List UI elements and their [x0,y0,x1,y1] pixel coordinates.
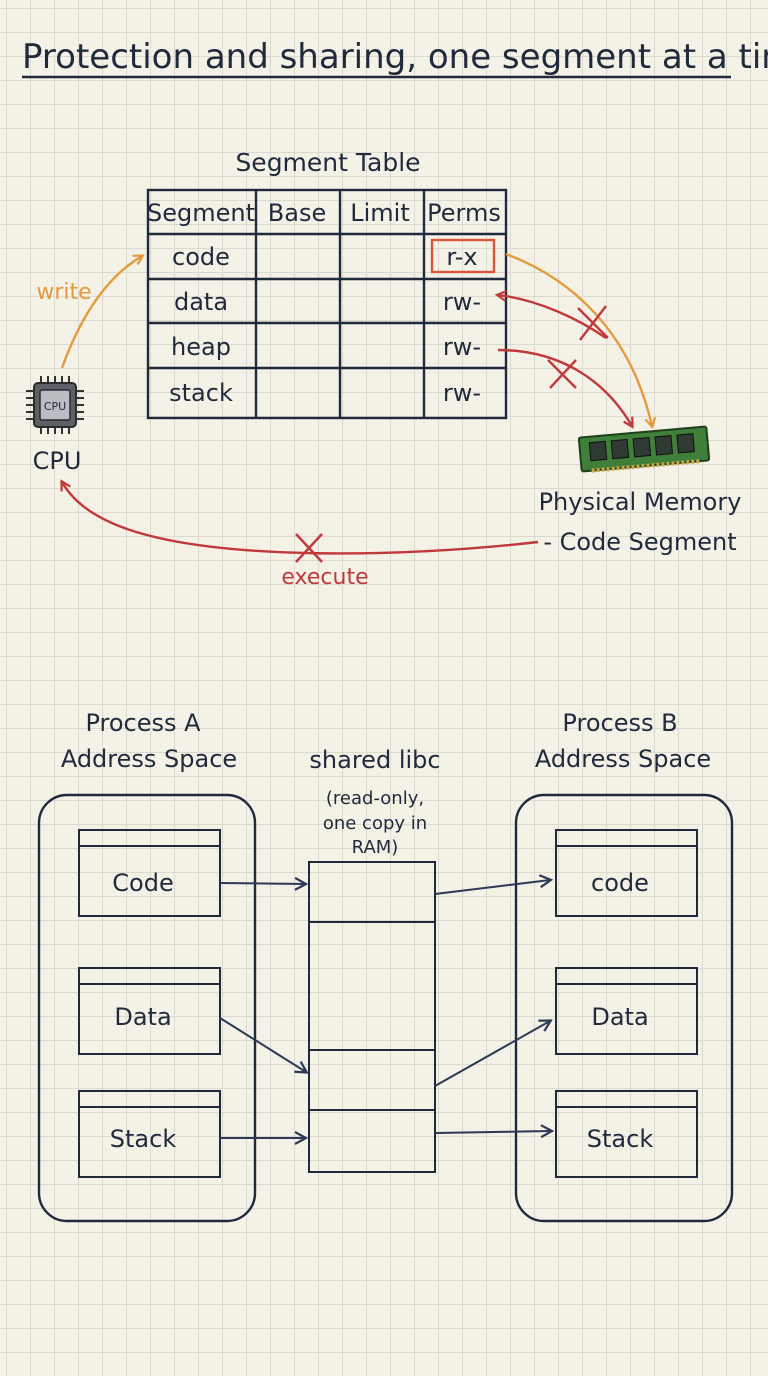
process-b-code-label: code [591,869,649,897]
shared-libc-title: shared libc [309,746,440,774]
header-segment: Segment [147,199,255,227]
process-a-stack-box [78,1090,221,1178]
process-a-code-label: Code [112,869,173,897]
blocked-heap-arrow [497,348,632,426]
blocked-heap-cross [547,359,577,389]
perms-highlight-box [430,238,496,274]
shared-note-line3: RAM) [352,837,399,858]
row-heap-perms: rw- [443,333,481,361]
row-data-segment: data [174,288,228,316]
process-b-stack-label: Stack [587,1125,654,1153]
header-base: Base [268,199,326,227]
cpu-label: CPU [33,447,82,475]
shared-to-b-stack-arrow [434,1131,551,1133]
row-heap-segment: heap [171,333,231,361]
segment-table: Segment Base Limit Perms code r-x data r… [146,188,508,420]
shared-libc-block [308,861,436,1173]
header-limit: Limit [350,199,410,227]
process-b-title-line1: Process B [562,709,677,737]
process-b-data-label: Data [591,1003,648,1031]
process-a-data-box [78,967,221,1055]
a-code-to-shared-arrow [219,883,305,884]
page-title: Protection and sharing, one segment at a… [22,37,768,77]
shared-to-b-code-arrow [434,880,550,895]
blocked-data-arrow [498,295,607,339]
row-data-perms: rw- [443,288,481,316]
a-data-to-shared-arrow [219,1017,306,1072]
process-a-data-label: Data [114,1003,171,1031]
ram-module-icon [577,425,711,473]
memory-label-line1: Physical Memory [539,488,742,516]
row-code-segment: code [172,243,230,271]
execute-label: execute [281,565,368,590]
process-b-container [514,793,734,1223]
shared-note-line1: (read-only, [326,788,424,809]
row-code-perms: r-x [446,243,477,271]
code-to-memory-arrow [505,252,652,426]
row-stack-segment: stack [169,379,233,407]
write-label: write [36,280,91,305]
process-a-code-box [78,829,221,917]
row-stack-perms: rw- [443,379,481,407]
blocked-data-cross [577,305,609,341]
execute-arrow [62,482,539,555]
process-b-code-box [555,829,698,917]
process-b-stack-box [555,1090,698,1178]
process-b-title-line2: Address Space [535,745,711,773]
write-arrow [60,256,142,369]
process-a-stack-label: Stack [110,1125,177,1153]
segment-table-title: Segment Table [235,148,420,177]
cpu-chip-text: CPU [44,400,66,413]
shared-note-line2: one copy in [323,813,427,834]
shared-to-b-data-arrow [434,1021,550,1087]
cpu-chip-icon [26,376,84,434]
process-b-data-box [555,967,698,1055]
header-perms: Perms [427,199,501,227]
execute-cross [295,533,323,563]
process-a-title-line1: Process A [85,709,201,737]
process-a-container [37,793,257,1223]
memory-label-line2: - Code Segment [543,528,736,556]
process-a-title-line2: Address Space [61,745,237,773]
